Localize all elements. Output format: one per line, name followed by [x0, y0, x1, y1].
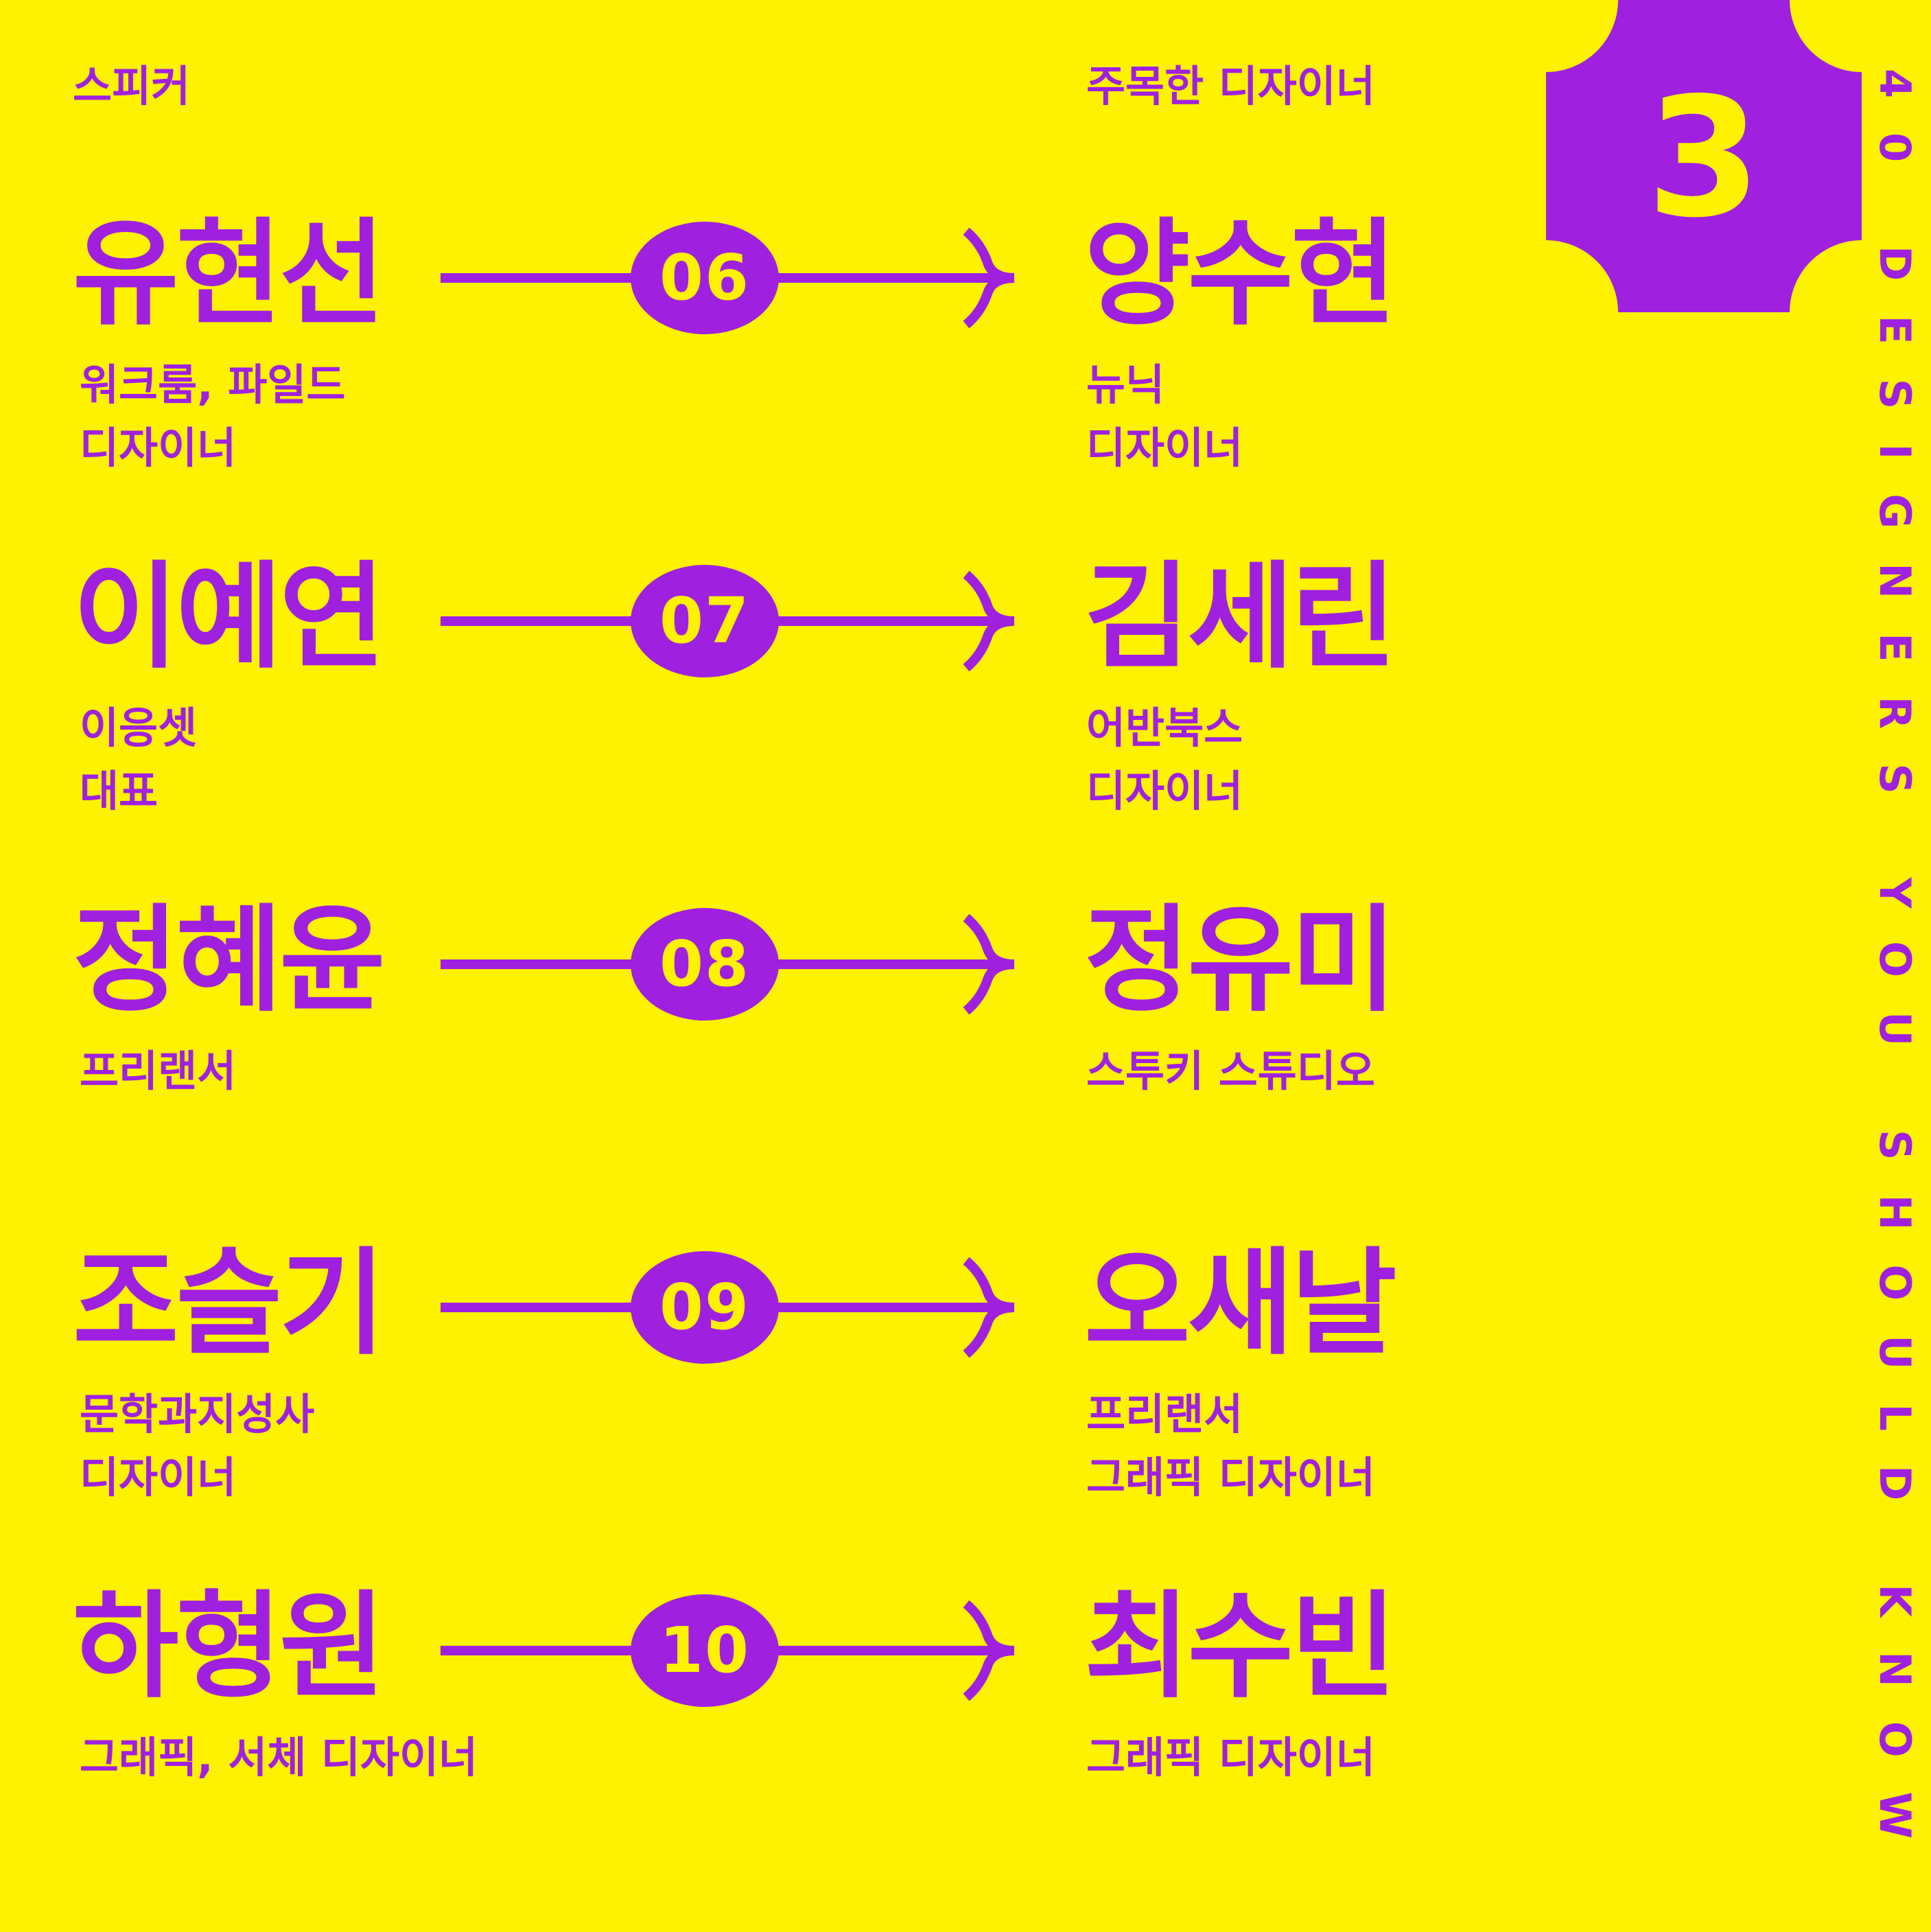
designer-name: 양수현	[1084, 207, 1397, 341]
vertical-title: 40 DESIGNERS YOU SHOULD KNOW	[1873, 69, 1916, 1874]
speaker-role: 그래픽, 서체 디자이너	[80, 1726, 478, 1789]
arrow-icon	[441, 222, 1015, 334]
speaker-name: 유현선	[73, 207, 386, 341]
designer-name: 김세린	[1084, 550, 1397, 684]
pair-number: 08	[659, 927, 751, 1001]
designer-name: 오새날	[1084, 1236, 1397, 1371]
arrow-icon	[441, 1251, 1015, 1364]
pair-number: 07	[659, 584, 751, 657]
pair-number: 06	[659, 241, 751, 314]
speaker-role-line: 문학과지성사	[80, 1389, 315, 1439]
pair-row-09: 조슬기 09 오새날 문학과지성사 디자이너 프리랜서 그래픽 디자이너	[0, 1246, 1578, 1589]
pair-number: 10	[659, 1614, 751, 1687]
speaker-role-line: 이응셋	[80, 703, 198, 753]
designer-role: 프리랜서 그래픽 디자이너	[1086, 1383, 1375, 1509]
designer-role-line: 그래픽 디자이너	[1086, 1732, 1375, 1782]
pair-row-07: 이예연 07 김세린 이응셋 대표 어반북스 디자이너	[0, 559, 1578, 903]
designer-role-line: 디자이너	[1086, 766, 1243, 816]
designer-role: 뉴닉 디자이너	[1086, 353, 1243, 480]
arrow-connector: 09	[439, 1246, 1029, 1369]
designer-role: 어반북스 디자이너	[1086, 697, 1243, 823]
speaker-role-line: 디자이너	[80, 423, 237, 473]
speaker-column-header: 스피커	[73, 61, 191, 111]
badge-shape	[1546, 0, 1862, 312]
designer-role-line: 스투키 스튜디오	[1086, 1046, 1375, 1096]
designer-name: 정유미	[1084, 893, 1397, 1027]
speaker-name: 하형원	[73, 1579, 386, 1714]
pair-number: 09	[659, 1270, 751, 1344]
speaker-role-line: 프리랜서	[80, 1046, 237, 1096]
arrow-connector: 08	[439, 903, 1029, 1026]
speaker-role: 문학과지성사 디자이너	[80, 1383, 314, 1509]
arrow-connector: 10	[439, 1589, 1029, 1712]
designer-role-line: 어반북스	[1086, 703, 1243, 753]
designer-column-header: 주목한 디자이너	[1086, 61, 1375, 111]
badge-number: 3	[1646, 62, 1762, 254]
arrow-icon	[441, 1594, 1015, 1707]
designer-role: 스투키 스튜디오	[1086, 1040, 1375, 1103]
arrow-icon	[441, 908, 1015, 1021]
speaker-role-line: 대표	[80, 766, 159, 816]
speaker-role-line: 워크룸, 파일드	[80, 360, 346, 410]
speaker-role-line: 그래픽, 서체 디자이너	[80, 1732, 478, 1782]
speaker-role: 이응셋 대표	[80, 697, 197, 823]
designer-name: 최수빈	[1084, 1579, 1397, 1714]
designer-role-line: 뉴닉	[1086, 360, 1165, 410]
designer-role-line: 디자이너	[1086, 423, 1243, 473]
pair-row-10: 하형원 10 최수빈 그래픽, 서체 디자이너 그래픽 디자이너	[0, 1589, 1578, 1932]
speaker-name: 조슬기	[73, 1236, 386, 1371]
speaker-role: 워크룸, 파일드 디자이너	[80, 353, 345, 480]
arrow-connector: 07	[439, 559, 1029, 683]
speaker-role-line: 디자이너	[80, 1452, 237, 1502]
speaker-name: 이예연	[73, 550, 386, 684]
designer-role-line: 프리랜서	[1086, 1389, 1243, 1439]
pair-row-08: 정혜윤 08 정유미 프리랜서 스투키 스튜디오	[0, 903, 1578, 1246]
speaker-name: 정혜윤	[73, 893, 386, 1027]
pair-row-06: 유현선 06 양수현 워크룸, 파일드 디자이너 뉴닉 디자이너	[0, 216, 1578, 559]
arrow-icon	[441, 565, 1015, 677]
speaker-role: 프리랜서	[80, 1040, 236, 1103]
designer-role: 그래픽 디자이너	[1086, 1726, 1375, 1789]
designer-role-line: 그래픽 디자이너	[1086, 1452, 1375, 1502]
arrow-connector: 06	[439, 216, 1029, 340]
